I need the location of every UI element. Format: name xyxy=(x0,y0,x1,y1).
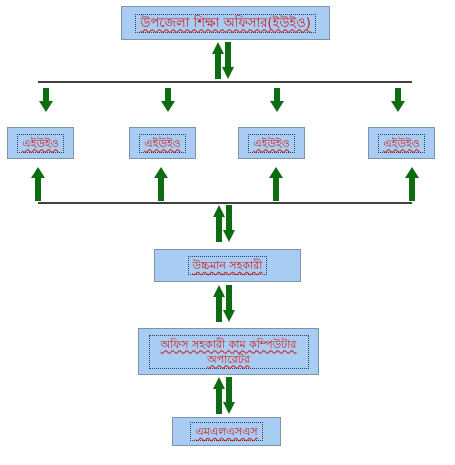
office-assistant-operator-label: অফিস সহকারী কাম কম্পিউটার অপারেটর xyxy=(148,334,309,369)
upper-division-assistant-label: উচ্চমান সহকারী xyxy=(187,256,268,275)
aueo-label-1: এইউইও xyxy=(17,133,64,153)
upper-division-assistant-box: উচ্চমান সহকারী xyxy=(154,249,301,282)
double-arrow-mlss xyxy=(213,377,235,414)
aueo-box-1: এইউইও xyxy=(7,127,74,159)
upazila-education-officer-label: উপজেলা শিক্ষা অফিসার(ইউইও) xyxy=(135,13,316,33)
double-arrow-office-assistant xyxy=(213,285,235,322)
mlss-box: এমএলএসএস xyxy=(172,417,281,446)
aueo-box-4: এইউইও xyxy=(368,127,435,159)
aueo-label-2: এইউইও xyxy=(139,133,186,153)
upazila-education-officer-box: উপজেলা শিক্ষা অফিসার(ইউইও) xyxy=(121,6,330,40)
aueo-label-4: এইউইও xyxy=(378,133,425,153)
arrow-up-aueo-2 xyxy=(154,167,168,201)
double-arrow-upper-assistant xyxy=(213,205,235,242)
aueo-label-3: এইউইও xyxy=(248,133,295,153)
arrow-down-aueo-3 xyxy=(270,88,284,112)
mlss-label: এমএলএসএস xyxy=(190,422,263,441)
aueo-box-3: এইউইও xyxy=(238,127,305,159)
double-arrow-officer xyxy=(212,42,234,79)
arrow-down-aueo-2 xyxy=(161,88,175,112)
arrow-up-aueo-4 xyxy=(405,167,419,201)
arrow-up-aueo-3 xyxy=(269,167,283,201)
aueo-box-2: এইউইও xyxy=(129,127,196,159)
arrow-down-aueo-1 xyxy=(39,88,53,112)
arrow-up-aueo-1 xyxy=(31,167,45,201)
arrow-down-aueo-4 xyxy=(391,88,405,112)
office-assistant-operator-box: অফিস সহকারী কাম কম্পিউটার অপারেটর xyxy=(138,328,319,375)
